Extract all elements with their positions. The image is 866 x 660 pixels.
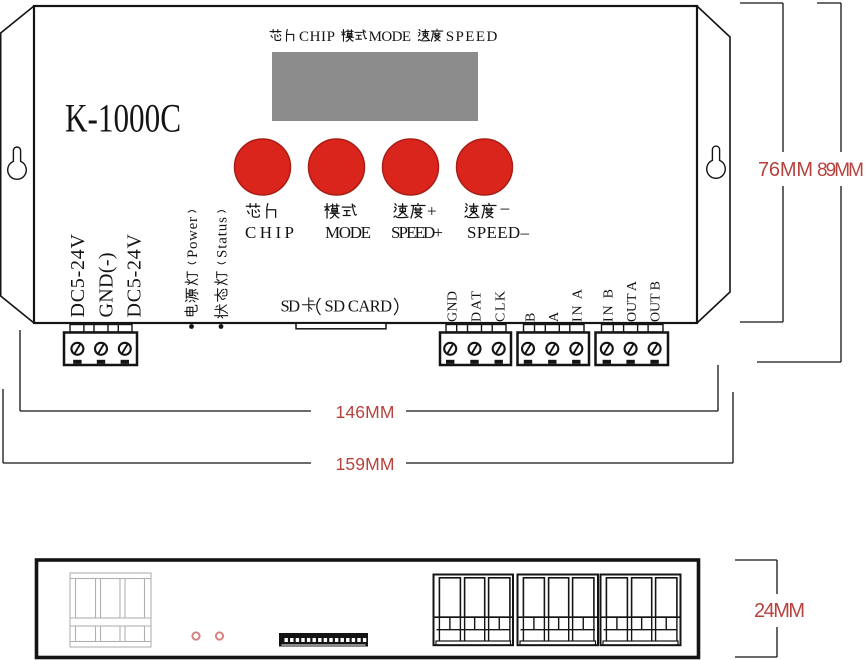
svg-text:Status: Status (214, 217, 230, 258)
svg-text:DC5-24V: DC5-24V (124, 233, 146, 317)
svg-text:DC5-24V: DC5-24V (67, 233, 89, 317)
svg-text:GND: GND (446, 291, 461, 322)
svg-text:A: A (547, 311, 562, 322)
svg-text:SPEED–: SPEED– (467, 223, 530, 242)
svg-text:CHIP: CHIP (245, 223, 294, 242)
svg-text:SPEED+: SPEED+ (391, 223, 443, 242)
svg-text:SPEED: SPEED (446, 29, 498, 45)
svg-text:OUT B: OUT B (649, 281, 664, 322)
svg-text:146MM: 146MM (336, 402, 395, 422)
svg-text:MODE: MODE (325, 223, 371, 242)
svg-text:OUT A: OUT A (625, 280, 640, 322)
svg-text:GND(-): GND(-) (96, 253, 118, 318)
svg-text:SD CARD: SD CARD (325, 297, 393, 316)
svg-text:−: − (500, 200, 511, 221)
svg-text:K-1000C: K-1000C (65, 96, 181, 141)
svg-text:SD: SD (281, 297, 301, 316)
svg-text:24MM: 24MM (754, 600, 805, 622)
svg-text:Power: Power (185, 217, 201, 258)
svg-text:159MM: 159MM (336, 454, 395, 474)
svg-text:B: B (524, 313, 539, 322)
svg-text:+: + (427, 202, 437, 221)
svg-text:89MM: 89MM (817, 160, 864, 181)
svg-text:DAT: DAT (470, 291, 485, 322)
svg-text:IN B: IN B (602, 289, 617, 322)
svg-text:CLK: CLK (494, 291, 509, 322)
svg-text:76MM: 76MM (758, 159, 813, 181)
svg-text:CHIP: CHIP (299, 29, 335, 45)
svg-text:MODE: MODE (369, 29, 412, 45)
